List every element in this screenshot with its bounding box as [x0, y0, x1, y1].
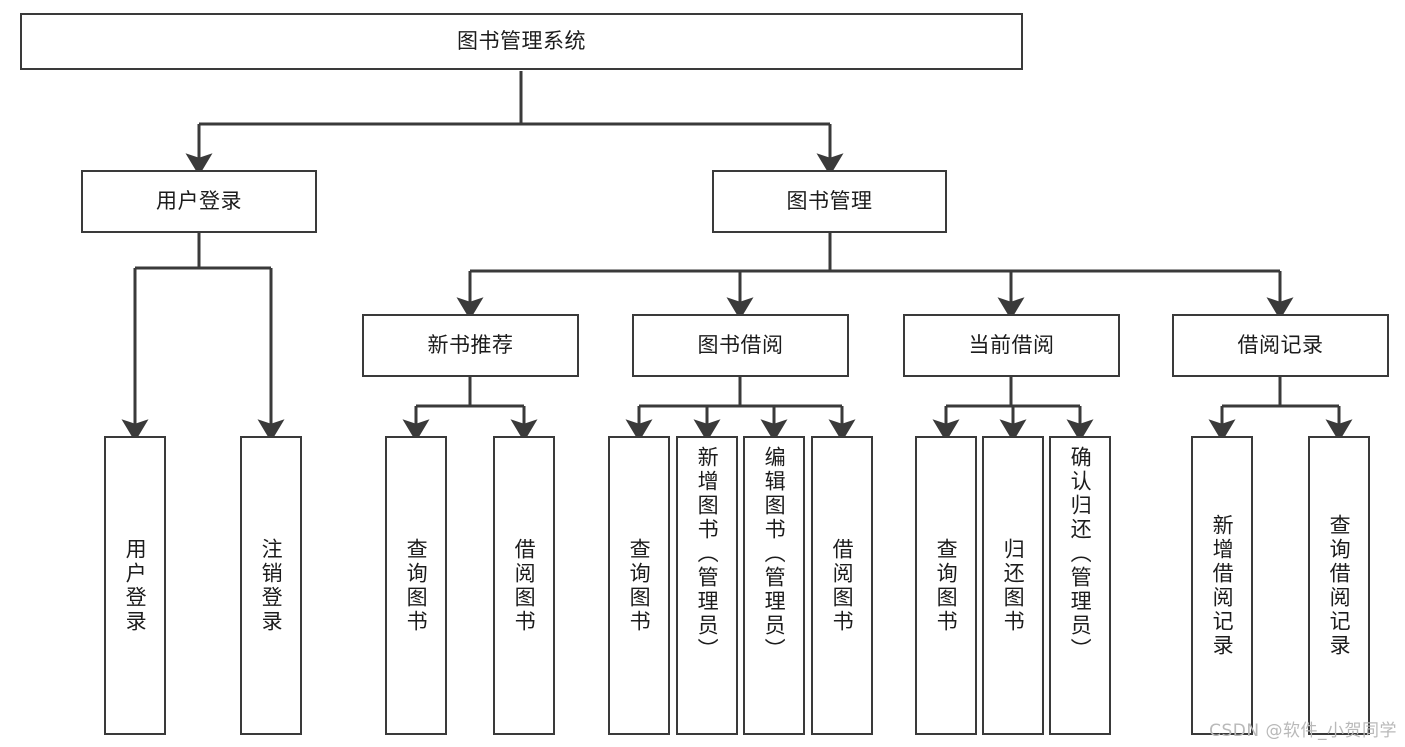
leaf-current-borrow-confirm-label: 确认归还（管理员）: [1068, 446, 1093, 662]
node-book-borrow-label: 图书借阅: [697, 332, 784, 357]
leaf-current-borrow-return-label: 归还图书: [1001, 537, 1026, 634]
node-current-borrow-label: 当前借阅: [968, 332, 1055, 357]
leaf-book-borrow-lend[interactable]: 借阅图书: [811, 436, 873, 735]
leaf-current-borrow-return[interactable]: 归还图书: [982, 436, 1044, 735]
leaf-user-login-signout-label: 注销登录: [259, 537, 284, 634]
node-book-management[interactable]: 图书管理: [712, 170, 947, 233]
leaf-borrow-record-query-label: 查询借阅记录: [1327, 513, 1352, 658]
leaf-new-book-query[interactable]: 查询图书: [385, 436, 447, 735]
node-book-borrow[interactable]: 图书借阅: [632, 314, 849, 377]
leaf-book-borrow-lend-label: 借阅图书: [830, 537, 855, 634]
node-user-login-label: 用户登录: [156, 188, 242, 213]
node-user-login[interactable]: 用户登录: [81, 170, 317, 233]
leaf-user-login-signin-label: 用户登录: [123, 537, 148, 634]
leaf-borrow-record-add-label: 新增借阅记录: [1210, 513, 1235, 658]
leaf-new-book-query-label: 查询图书: [404, 537, 429, 634]
node-borrow-record-label: 借阅记录: [1237, 332, 1324, 357]
node-new-book-recommend[interactable]: 新书推荐: [362, 314, 579, 377]
leaf-user-login-signout[interactable]: 注销登录: [240, 436, 302, 735]
leaf-new-book-borrow-label: 借阅图书: [512, 537, 537, 634]
node-new-book-recommend-label: 新书推荐: [427, 332, 514, 357]
leaf-book-borrow-edit-label: 编辑图书（管理员）: [762, 446, 787, 662]
node-book-management-label: 图书管理: [786, 188, 873, 213]
leaf-book-borrow-query-label: 查询图书: [627, 537, 652, 634]
leaf-book-borrow-query[interactable]: 查询图书: [608, 436, 670, 735]
node-borrow-record[interactable]: 借阅记录: [1172, 314, 1389, 377]
leaf-current-borrow-confirm[interactable]: 确认归还（管理员）: [1049, 436, 1111, 735]
leaf-book-borrow-add[interactable]: 新增图书（管理员）: [676, 436, 738, 735]
node-root-system-label: 图书管理系统: [457, 28, 586, 53]
node-root-system[interactable]: 图书管理系统: [20, 13, 1023, 70]
leaf-borrow-record-add[interactable]: 新增借阅记录: [1191, 436, 1253, 735]
leaf-new-book-borrow[interactable]: 借阅图书: [493, 436, 555, 735]
leaf-user-login-signin[interactable]: 用户登录: [104, 436, 166, 735]
leaf-book-borrow-add-label: 新增图书（管理员）: [695, 446, 720, 662]
leaf-book-borrow-edit[interactable]: 编辑图书（管理员）: [743, 436, 805, 735]
leaf-borrow-record-query[interactable]: 查询借阅记录: [1308, 436, 1370, 735]
node-current-borrow[interactable]: 当前借阅: [903, 314, 1120, 377]
leaf-current-borrow-query-label: 查询图书: [934, 537, 959, 634]
leaf-current-borrow-query[interactable]: 查询图书: [915, 436, 977, 735]
